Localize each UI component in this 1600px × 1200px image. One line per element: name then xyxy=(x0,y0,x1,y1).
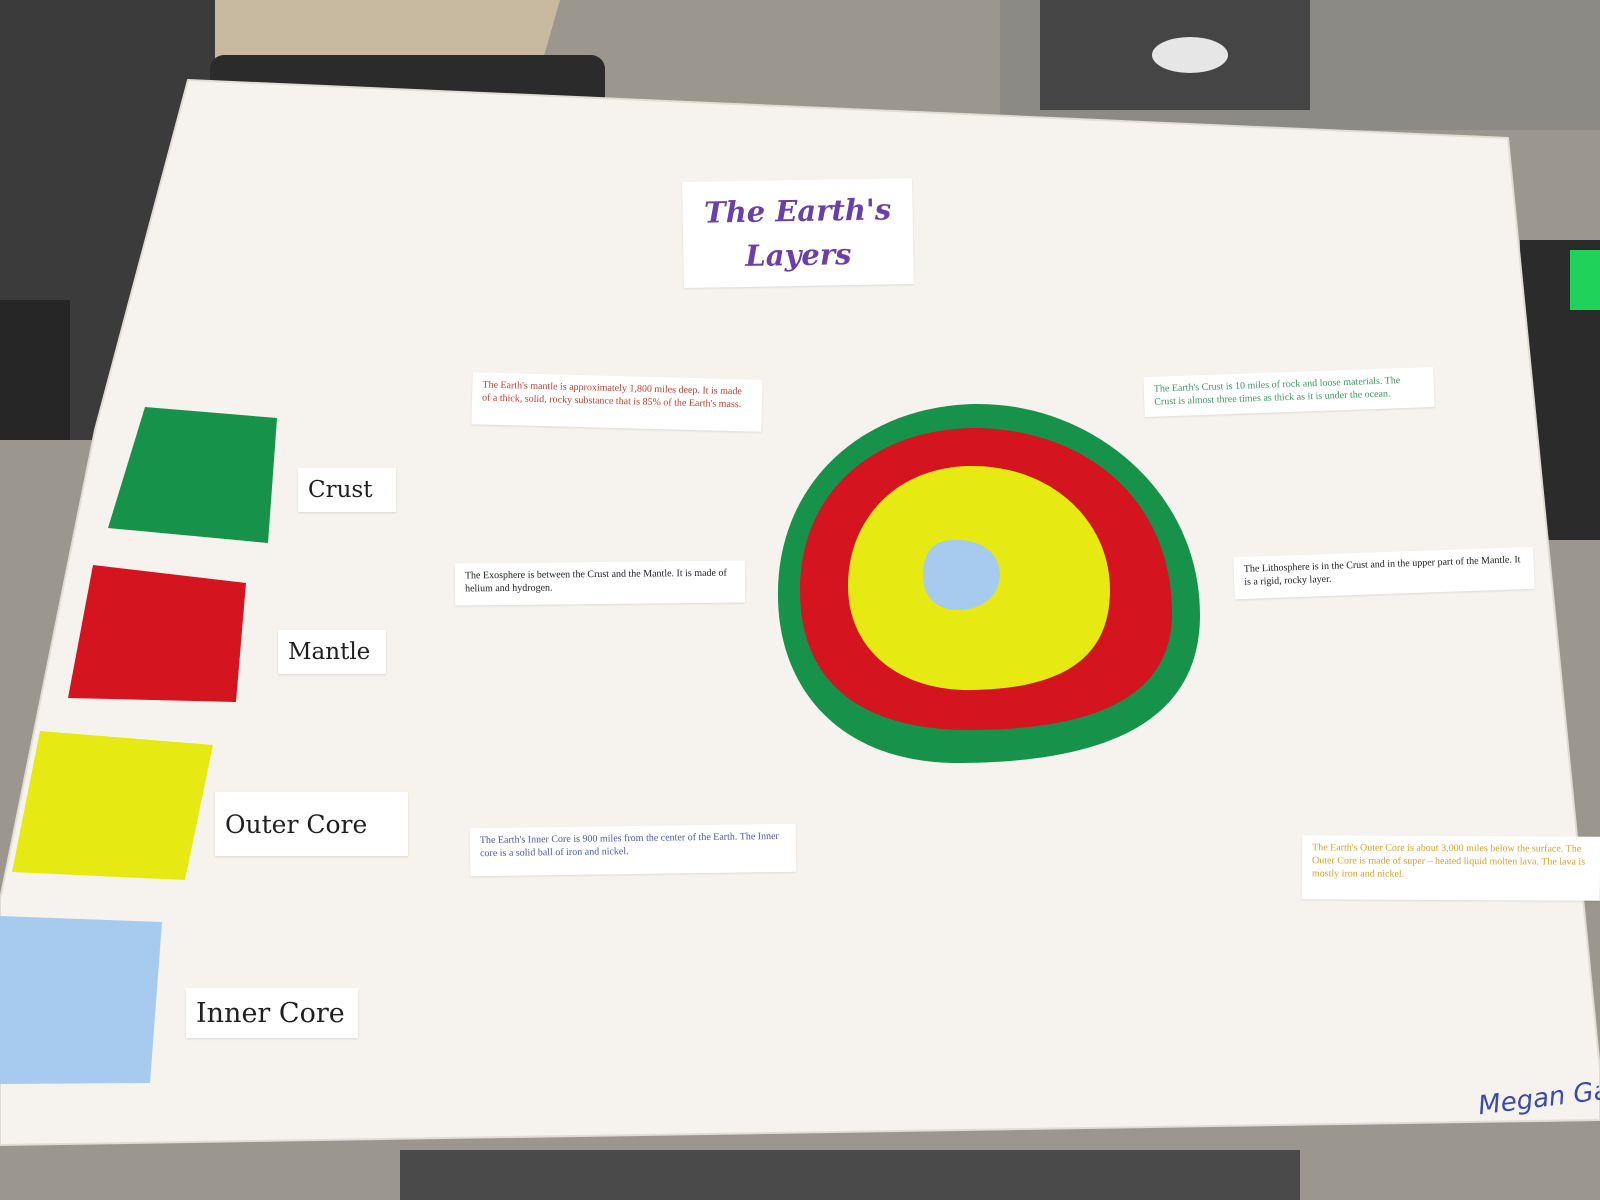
legend-label-crust: Crust xyxy=(298,468,396,512)
model-inner-core xyxy=(922,539,1000,610)
keyboard-left xyxy=(0,300,70,440)
swatch-crust xyxy=(108,407,277,543)
swatch-outer-core xyxy=(12,731,213,880)
legend-label-mantle: Mantle xyxy=(278,630,386,674)
swatch-inner-core xyxy=(0,916,162,1084)
legend-label-inner-core: Inner Core xyxy=(186,988,358,1038)
swatch-mantle xyxy=(68,565,246,702)
legend-label-outer-core: Outer Core xyxy=(215,792,408,856)
